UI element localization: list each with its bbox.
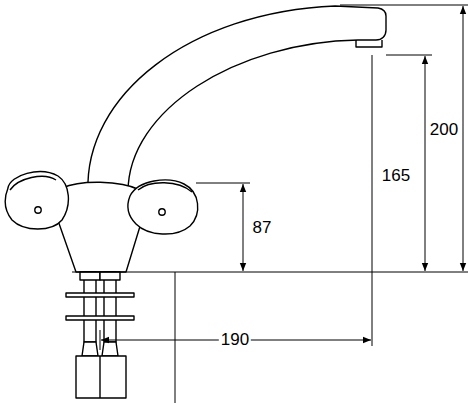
extension-line: [100, 330, 101, 350]
dimension-value: 165: [380, 167, 412, 186]
washer: [66, 293, 134, 297]
dimension-value: 190: [219, 331, 251, 350]
dimension-value: 87: [251, 219, 274, 238]
dimension-value: 200: [428, 121, 460, 140]
spout: [88, 6, 386, 192]
spout-tip: [356, 40, 382, 47]
right-handle-top: [138, 183, 192, 192]
handle-screw: [35, 207, 41, 213]
dimension-line: [463, 6, 464, 271]
tail-nut: [100, 272, 120, 280]
deck-line: [72, 272, 468, 273]
dimension-line: [243, 184, 244, 271]
extension-line: [386, 55, 432, 56]
extension-line: [196, 183, 250, 184]
dimension-line: [425, 56, 426, 271]
extension-line: [372, 55, 373, 346]
hose: [76, 356, 126, 398]
left-handle: [5, 172, 68, 229]
tail-pipe: [84, 272, 96, 342]
washer: [66, 316, 134, 320]
left-handle-top: [10, 176, 56, 190]
tail-nut: [80, 272, 100, 280]
extension-line: [340, 5, 468, 6]
handle-screw: [159, 209, 165, 215]
extension-line: [175, 272, 176, 403]
right-handle: [128, 180, 198, 234]
tail-pipe: [104, 272, 116, 342]
